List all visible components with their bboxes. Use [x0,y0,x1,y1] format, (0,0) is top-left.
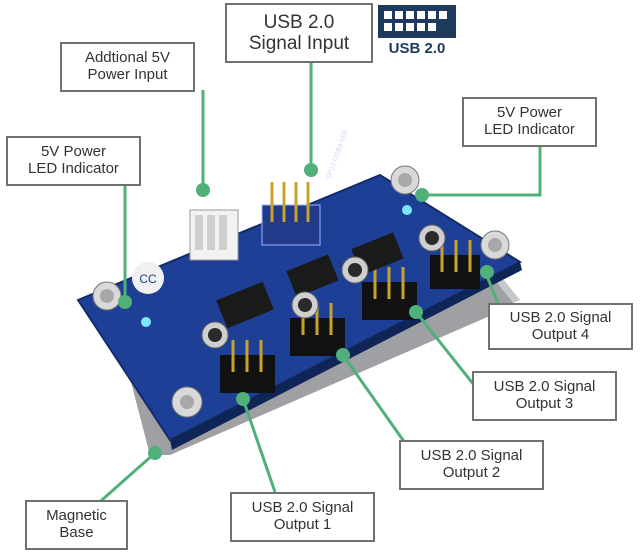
capacitor-3 [341,256,369,284]
board-logo-text: CC [139,272,157,286]
usb-badge-label: USB 2.0 [388,40,446,57]
output-header-2 [290,303,345,356]
capacitor-1 [201,321,229,349]
callout-output-3: USB 2.0 Signal Output 3 [472,371,617,421]
board-silk-text: SP03-USB4-V08 [325,129,350,181]
leader-dots [118,163,494,460]
power-connector [189,209,239,261]
chip-1 [216,281,274,329]
screw-bottom [171,386,203,418]
callout-led-indicator-right: 5V Power LED Indicator [462,97,597,147]
callout-output-1: USB 2.0 Signal Output 1 [230,492,375,542]
callout-usb-signal-input: USB 2.0 Signal Input [225,3,373,63]
callout-output-4: USB 2.0 Signal Output 4 [488,303,633,350]
output-header-1 [220,340,275,393]
callout-magnetic-base: Magnetic Base [25,500,128,550]
led-right [402,205,412,215]
callout-additional-power-input: Addtional 5V Power Input [60,42,195,92]
leader-led-right [422,145,542,197]
screw-top-right [390,165,420,195]
board-logo [132,262,164,294]
leader-lines [84,60,542,517]
leader-output1 [241,398,277,493]
led-left [141,317,151,327]
output-header-4 [430,240,480,289]
input-pin-header [261,182,321,246]
callout-led-indicator-left: 5V Power LED Indicator [6,136,141,186]
capacitor-2 [291,291,319,319]
chip-2 [286,254,339,298]
output-header-3 [362,267,417,320]
leader-output3 [414,311,480,391]
screw-right [480,230,510,260]
capacitor-4 [418,224,446,252]
usb-badge: USB 2.0 [378,5,456,60]
usb-connector-icon [378,5,456,38]
screw-left [92,281,122,311]
leader-output4 [485,275,501,307]
leader-output2 [341,354,412,451]
callout-output-2: USB 2.0 Signal Output 2 [399,440,544,490]
